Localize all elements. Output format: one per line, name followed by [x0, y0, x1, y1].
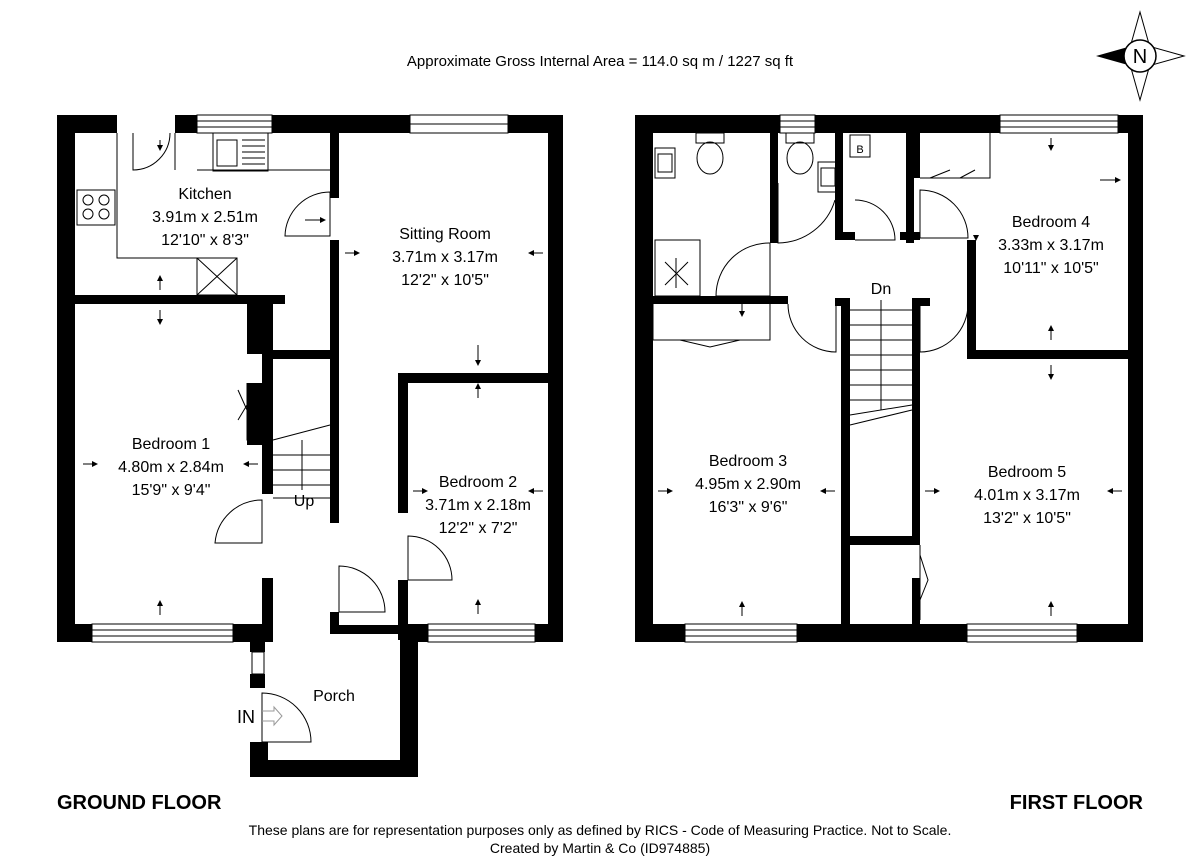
first-floor-fixtures — [652, 114, 1119, 643]
credit-text: Created by Martin & Co (ID974885) — [490, 840, 710, 856]
room-size-metric: 4.01m x 3.17m — [974, 487, 1080, 504]
room-bedroom-5: Bedroom 5 4.01m x 3.17m 13'2" x 10'5" — [974, 464, 1080, 527]
room-bedroom-2: Bedroom 2 3.71m x 2.18m 12'2" x 7'2" — [425, 474, 531, 537]
room-kitchen: Kitchen 3.91m x 2.51m 12'10" x 8'3" — [152, 186, 258, 249]
room-size-metric: 4.80m x 2.84m — [118, 459, 224, 476]
room-size-imperial: 12'2" x 7'2" — [439, 520, 518, 537]
entry-label: IN — [237, 707, 255, 727]
room-size-imperial: 13'2" x 10'5" — [983, 510, 1071, 527]
ground-floor-fixtures — [76, 114, 536, 743]
room-name: Bedroom 2 — [439, 474, 517, 491]
room-name: Sitting Room — [399, 226, 491, 243]
compass-letter: N — [1133, 46, 1147, 68]
ground-floor-dimension-arrows — [83, 140, 543, 615]
room-size-imperial: 10'11" x 10'5" — [1003, 260, 1098, 277]
north-compass-icon: N — [1096, 10, 1186, 102]
room-bedroom-3: Bedroom 3 4.95m x 2.90m 16'3" x 9'6" — [695, 453, 801, 516]
room-sitting-room: Sitting Room 3.71m x 3.17m 12'2" x 10'5" — [392, 226, 498, 289]
room-name: Bedroom 5 — [988, 464, 1066, 481]
room-size-imperial: 16'3" x 9'6" — [709, 499, 788, 516]
room-name: Bedroom 3 — [709, 453, 787, 470]
room-name: Bedroom 1 — [132, 436, 210, 453]
stairs-up-label: Up — [294, 493, 315, 510]
ground-floor-title: GROUND FLOOR — [57, 792, 222, 814]
room-size-metric: 4.95m x 2.90m — [695, 476, 801, 493]
first-floor-plan — [635, 115, 1143, 642]
area-summary: Approximate Gross Internal Area = 114.0 … — [407, 53, 794, 70]
first-floor-dimension-arrows — [658, 138, 1122, 616]
boiler-label: B — [856, 144, 863, 156]
room-size-imperial: 12'10" x 8'3" — [161, 232, 249, 249]
entry-arrow-icon — [262, 705, 283, 727]
room-bedroom-1: Bedroom 1 4.80m x 2.84m 15'9" x 9'4" — [118, 436, 224, 499]
room-name: Bedroom 4 — [1012, 214, 1090, 231]
room-size-metric: 3.33m x 3.17m — [998, 237, 1104, 254]
room-size-metric: 3.71m x 3.17m — [392, 249, 498, 266]
first-floor-title: FIRST FLOOR — [1010, 792, 1144, 814]
stairs-down-label: Dn — [871, 281, 891, 298]
ground-floor-plan — [57, 115, 563, 777]
disclaimer-text: These plans are for representation purpo… — [249, 822, 952, 838]
room-size-imperial: 12'2" x 10'5" — [401, 272, 489, 289]
room-size-metric: 3.71m x 2.18m — [425, 497, 531, 514]
room-size-imperial: 15'9" x 9'4" — [132, 482, 211, 499]
room-bedroom-4: Bedroom 4 3.33m x 3.17m 10'11" x 10'5" — [998, 214, 1104, 277]
room-size-metric: 3.91m x 2.51m — [152, 209, 258, 226]
room-name: Kitchen — [178, 186, 231, 203]
room-porch: Porch — [313, 688, 355, 705]
